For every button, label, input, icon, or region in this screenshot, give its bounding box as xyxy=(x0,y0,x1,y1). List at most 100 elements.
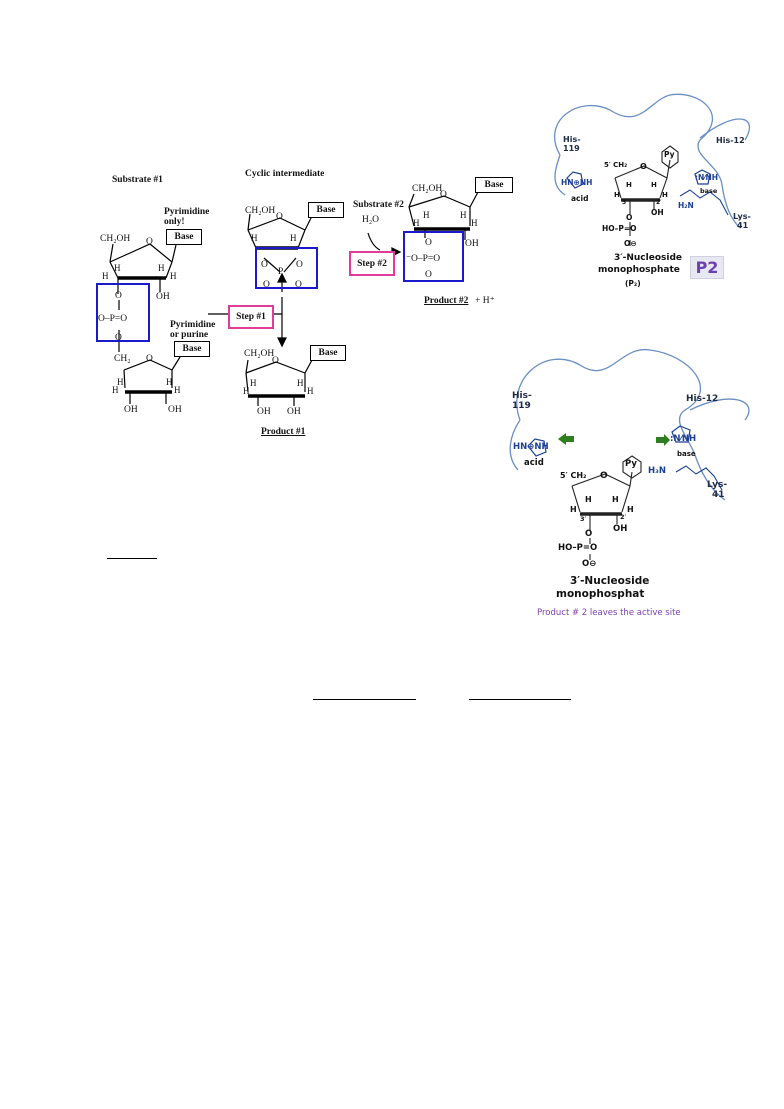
oh-p2: OH xyxy=(465,239,479,249)
ho-p-label: HO–P=O xyxy=(602,224,637,233)
ring-o-s1l: O xyxy=(146,354,153,364)
his119-line2: 119 xyxy=(563,144,580,153)
ring-o-s1u: O xyxy=(146,237,153,247)
ring-o-cyclic: O xyxy=(276,212,283,222)
lys41-line1: Lys- xyxy=(733,212,751,221)
base-box-substrate1-lower: Base xyxy=(174,341,210,357)
c3-label: 3′ xyxy=(622,199,628,206)
bond-highlight-box-product2 xyxy=(403,231,464,282)
ch2oh-cyclic: CH₂OH xyxy=(245,206,276,216)
h-label: H xyxy=(250,378,257,388)
c5-label: 5′ CH₂ xyxy=(604,161,628,169)
p2-badge: P2 xyxy=(690,256,724,279)
p2-subscript-label: (P₂) xyxy=(625,279,641,288)
pyrimidine-only-line2: only! xyxy=(164,217,185,227)
imidazolium-his119: HN⊕NH xyxy=(513,442,549,452)
h-label: H xyxy=(612,495,619,504)
cyclic-o-lower-left: O xyxy=(263,280,270,290)
c2-label: 2′ xyxy=(656,199,662,206)
base-box-product2: Base xyxy=(475,177,513,193)
phos-opo: O–P=O xyxy=(98,314,128,324)
ch2oh-product2: CH₂OH xyxy=(412,184,443,194)
arrow-icon xyxy=(558,433,574,445)
bond-highlight-box-substrate1 xyxy=(96,283,150,342)
pyrimidine-or-purine-line1: Pyrimidine xyxy=(170,320,216,330)
h-label: H xyxy=(662,191,668,199)
base-word-label: base xyxy=(677,450,696,458)
p2-phos-o-bottom: O xyxy=(425,270,432,280)
h-label: H xyxy=(158,263,165,273)
pyrimidine-only-line1: Pyrimidine xyxy=(164,207,210,217)
h-label: H xyxy=(290,233,297,243)
cyclic-o-lower-right: O xyxy=(295,280,302,290)
product1-label: Product #1 xyxy=(261,427,306,437)
h-label: H xyxy=(614,191,620,199)
oh-s1u: OH xyxy=(156,292,170,302)
oh-label: OH xyxy=(613,524,628,534)
his12-label: His-12 xyxy=(716,136,745,145)
h-label: H xyxy=(471,218,478,228)
base-box-product1: Base xyxy=(310,345,346,361)
blank-line-1 xyxy=(107,558,157,559)
nucleoside-title-line2: monophosphat xyxy=(556,588,645,600)
c3-label: 3′ xyxy=(580,515,587,523)
his119-line1: His- xyxy=(563,135,581,144)
phos-o: O xyxy=(585,529,593,539)
acid-label: acid xyxy=(524,458,544,468)
phos-o: O xyxy=(626,213,633,222)
oh-p1-b: OH xyxy=(287,407,301,417)
base-word-label: base xyxy=(700,187,718,195)
oh-s1l-b: OH xyxy=(168,405,182,415)
lys41-line1: Lys- xyxy=(707,480,728,490)
imidazole-his12: :N⁄NH xyxy=(670,434,697,444)
base-box-cyclic: Base xyxy=(308,202,344,218)
lys41-line2: 41 xyxy=(712,490,725,500)
water-label: H₂O xyxy=(362,215,380,225)
h-label: H xyxy=(307,386,314,396)
h-label: H xyxy=(460,210,467,220)
h-label: H xyxy=(170,271,177,281)
ring-o-product1: O xyxy=(272,356,279,366)
oh-s1l-a: OH xyxy=(124,405,138,415)
h-label: H xyxy=(297,378,304,388)
phos-o-top: O xyxy=(115,291,122,301)
h-label: H xyxy=(570,505,577,514)
py-label: Py xyxy=(625,459,637,469)
substrate2-label: Substrate #2 xyxy=(353,200,404,210)
h-label: H xyxy=(413,218,420,228)
h-label: H xyxy=(627,505,634,514)
step1-box: Step #1 xyxy=(228,305,274,329)
cyclic-intermediate-label: Cyclic intermediate xyxy=(245,169,325,179)
ch2oh-substrate1: CH₂OH xyxy=(100,234,131,244)
substrate1-label: Substrate #1 xyxy=(112,175,163,185)
nucleoside-title-line1: 3′-Nucleoside xyxy=(570,575,650,587)
ring-o: O xyxy=(600,471,608,481)
p2-phos-opo: ⁻O–P=O xyxy=(406,254,441,264)
p2-phos-o-top: O xyxy=(425,238,432,248)
arrow-icon xyxy=(656,434,670,446)
h-label: H xyxy=(626,181,632,189)
his119-line1: His- xyxy=(512,391,532,401)
bond-highlight-box-cyclic xyxy=(255,247,318,289)
his119-line2: 119 xyxy=(512,401,531,411)
h-label: H xyxy=(243,386,250,396)
hplus-label: + H⁺ xyxy=(475,296,495,306)
h-label: H xyxy=(423,210,430,220)
ring-o: O xyxy=(640,162,647,171)
pyrimidine-or-purine-line2: or purine xyxy=(170,330,209,340)
his12-label: His-12 xyxy=(686,394,719,404)
base-box-substrate1-upper: Base xyxy=(166,229,202,245)
c2-label: 2′ xyxy=(620,513,627,521)
py-label: Py xyxy=(664,150,675,159)
cyclic-o-left: O xyxy=(261,260,268,270)
blank-line-3 xyxy=(469,699,571,700)
imidazolium-his119: HN⊕NH xyxy=(561,178,593,187)
o-minus-label: O⊖ xyxy=(582,559,597,569)
phos-o-bottom: O xyxy=(115,333,122,343)
blank-line-2 xyxy=(313,699,416,700)
ring-o-product2: O xyxy=(440,190,447,200)
